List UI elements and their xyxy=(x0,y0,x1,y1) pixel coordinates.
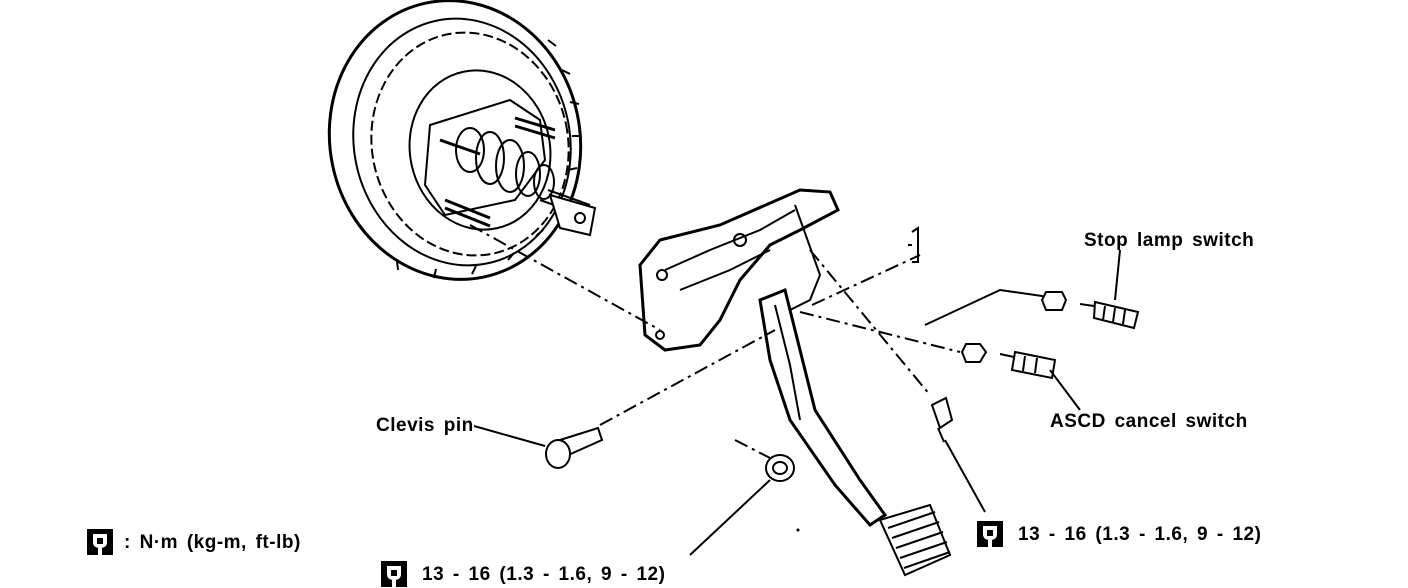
torque-value: 13 - 16 (1.3 - 1.6, 9 - 12) xyxy=(1018,523,1262,545)
pedal-nut xyxy=(765,454,795,482)
ascd-cancel-switch-label: ASCD cancel switch xyxy=(1050,411,1248,432)
leader-lines xyxy=(689,249,1121,556)
torque-legend: : N·m (kg-m, ft-lb) xyxy=(86,528,301,556)
torque-spec-lower-left: 13 - 16 (1.3 - 1.6, 9 - 12) xyxy=(380,560,665,588)
hook-bracket xyxy=(908,226,919,263)
brake-pedal xyxy=(758,287,952,577)
clevis-pin-part xyxy=(473,425,604,469)
stop-lamp-switch-label: Stop lamp switch xyxy=(1084,230,1255,251)
torque-legend-text: : N·m (kg-m, ft-lb) xyxy=(124,531,301,553)
clip-bolt xyxy=(930,396,954,443)
torque-value: 13 - 16 (1.3 - 1.6, 9 - 12) xyxy=(422,563,666,585)
torque-spec-lower-right: 13 - 16 (1.3 - 1.6, 9 - 12) xyxy=(976,520,1261,548)
ascd-cancel-switch xyxy=(960,343,1057,380)
stop-lamp-switch xyxy=(924,288,1140,330)
alignment-lines xyxy=(469,224,961,459)
pedal-bracket xyxy=(638,188,840,352)
brake-booster xyxy=(327,0,597,281)
torque-wrench-icon xyxy=(381,561,407,587)
torque-wrench-icon xyxy=(87,529,113,555)
torque-wrench-icon xyxy=(977,521,1003,547)
clevis-pin-label: Clevis pin xyxy=(376,415,474,436)
